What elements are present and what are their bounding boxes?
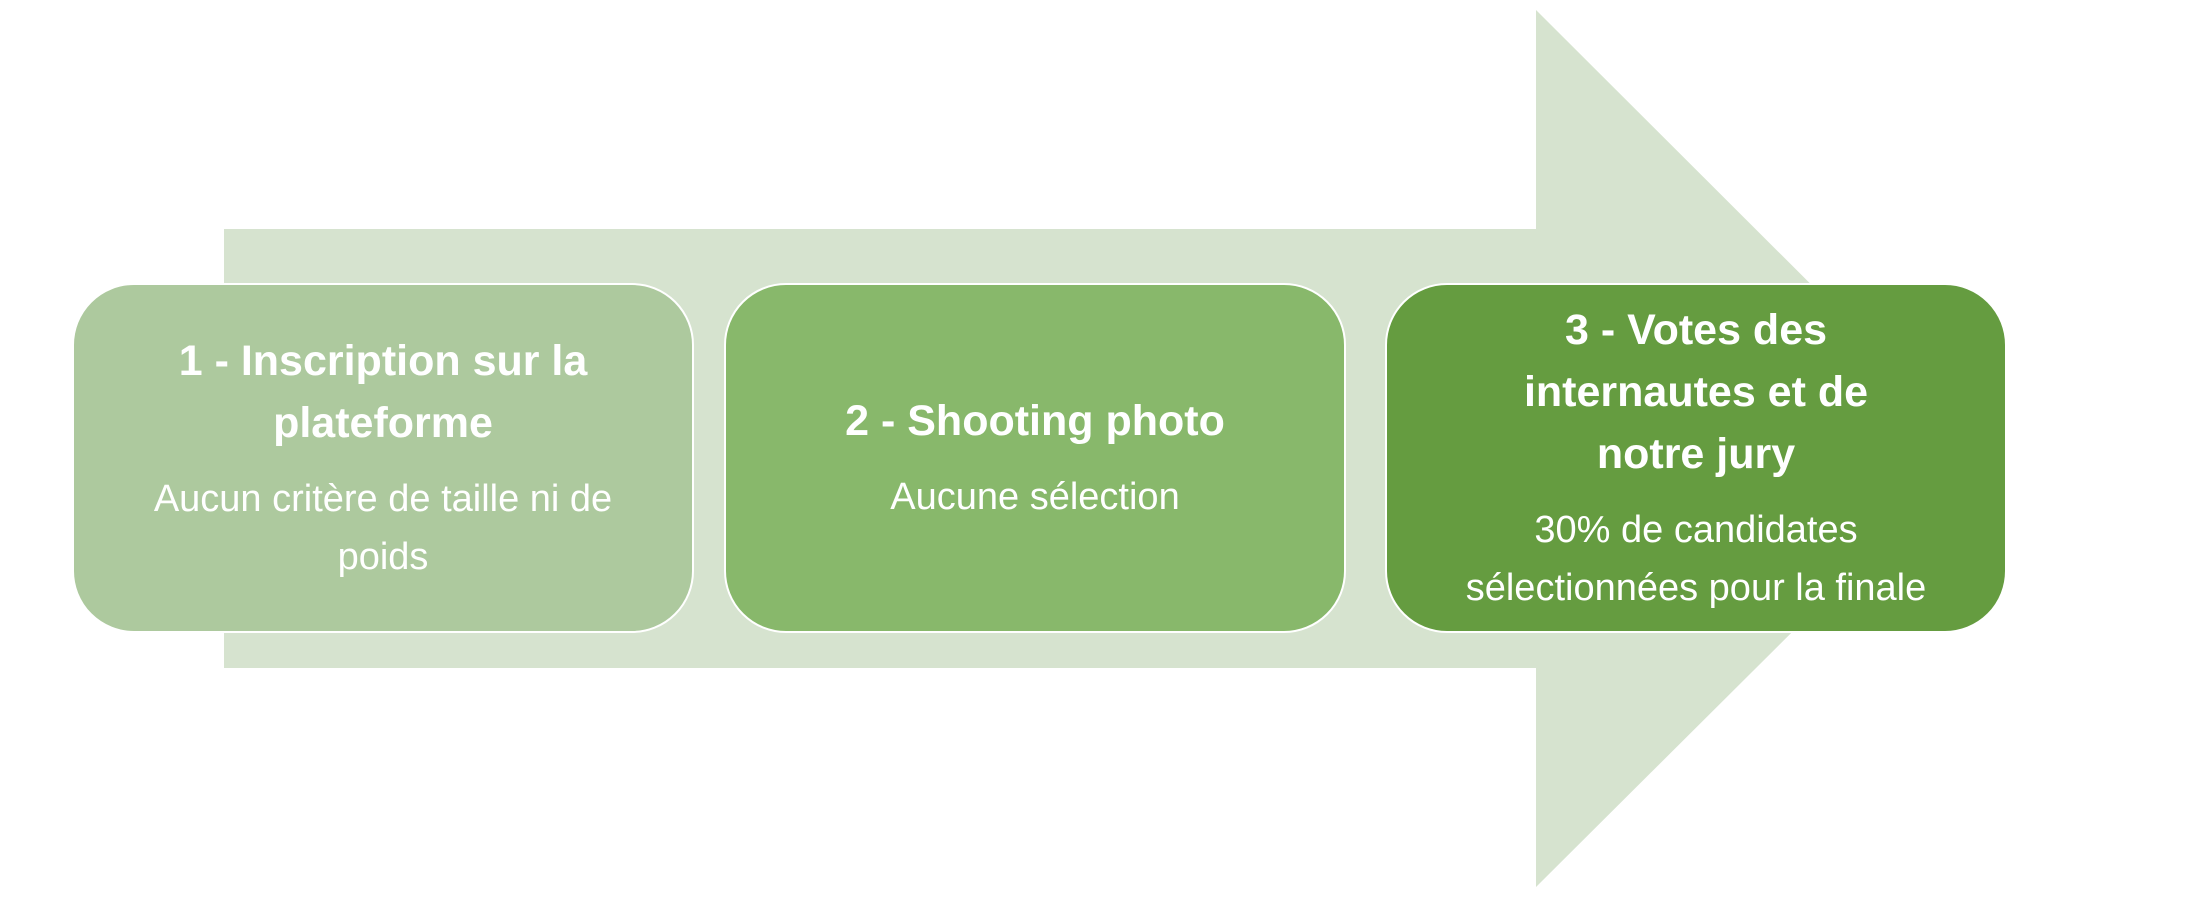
step-2-description: Aucune sélection: [890, 476, 1180, 518]
step-3-description: 30% de candidates sélectionnées pour la …: [1465, 509, 1927, 609]
step-3-box: 3 - Votes des internautes et de notre ju…: [1385, 283, 2007, 633]
step-1-title: 1 - Inscription sur la plateforme: [178, 337, 588, 447]
step-3-title: 3 - Votes des internautes et de notre ju…: [1523, 306, 1869, 478]
step-1-description: Aucun critère de taille ni de poids: [153, 478, 613, 578]
step-2-title: 2 - Shooting photo: [845, 397, 1225, 445]
step-2-box: 2 - Shooting photo Aucune sélection: [724, 283, 1346, 633]
step-1-box: 1 - Inscription sur la plateforme Aucun …: [72, 283, 694, 633]
